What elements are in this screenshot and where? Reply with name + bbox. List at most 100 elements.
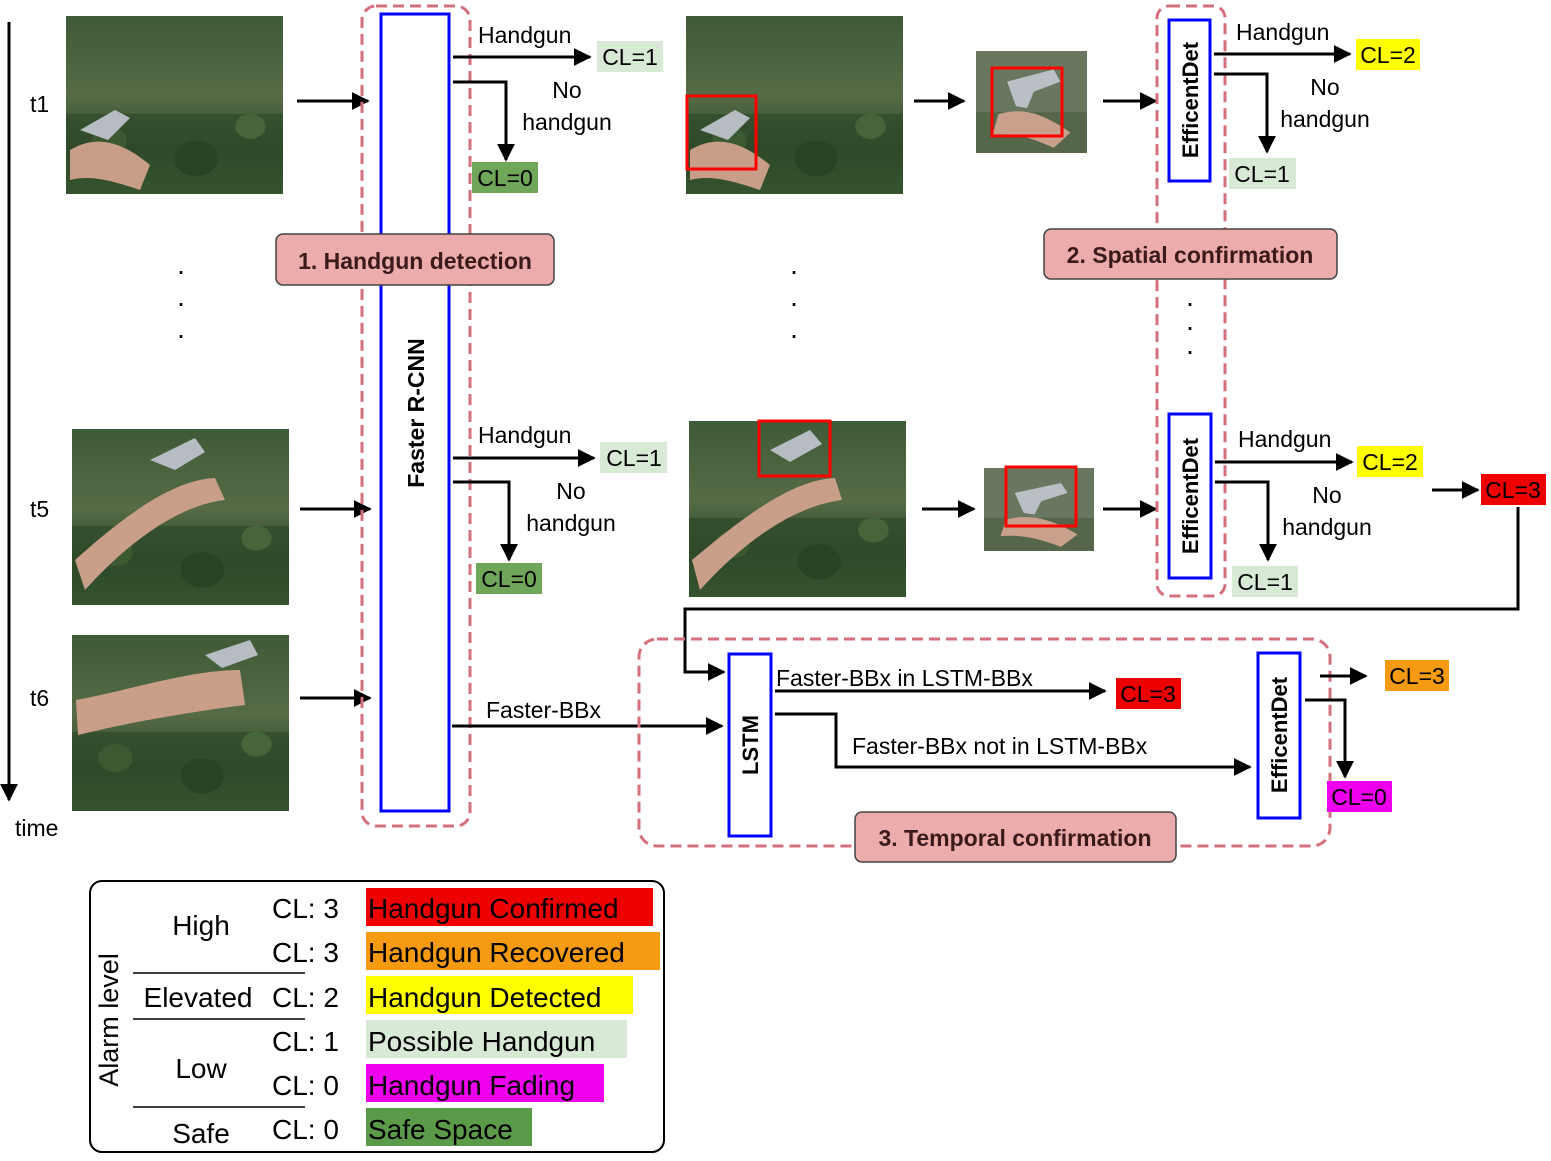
stage1-dashed-border xyxy=(360,4,472,828)
lstm-label: LSTM xyxy=(738,715,763,775)
t1-ed-cl1-label: CL=1 xyxy=(1234,161,1290,187)
t5-cl0-label: CL=0 xyxy=(481,566,537,592)
bounding-box-icon xyxy=(685,94,758,171)
stage2-dashed-border xyxy=(1155,4,1227,598)
video-frame-icon xyxy=(689,421,906,597)
frame-label-t1: t1 xyxy=(30,91,49,117)
legend-level-safe: Safe xyxy=(172,1118,230,1149)
legend-level-low: Low xyxy=(175,1053,227,1084)
t1-cl2-label: CL=2 xyxy=(1360,42,1416,68)
legend-cl-row5: CL: 0 xyxy=(272,1114,339,1145)
stage1-label-box xyxy=(275,233,555,286)
legend-cl-row2: CL: 2 xyxy=(272,982,339,1013)
temporal-cl3-recovered-badge xyxy=(1385,660,1449,691)
frame-label-t5: t5 xyxy=(30,496,49,522)
video-frame-icon xyxy=(72,635,289,811)
svg-text:.: . xyxy=(790,313,798,344)
legend-swatch-possible xyxy=(366,1020,627,1058)
t1-cl1-badge xyxy=(597,41,663,72)
svg-text:.: . xyxy=(1186,329,1194,360)
efficientdet-label-t5: EfficentDet xyxy=(1178,437,1203,554)
svg-text:.: . xyxy=(177,313,185,344)
temporal-cl3-confirmed-badge xyxy=(1116,678,1181,709)
t1-cl1-label: CL=1 xyxy=(602,44,658,70)
t1-ed-cl1-badge xyxy=(1229,158,1296,189)
legend-cl-row0: CL: 3 xyxy=(272,893,339,924)
ellipsis-right: . . . xyxy=(1186,281,1194,360)
temporal-cl3-recovered-label: CL=3 xyxy=(1389,663,1445,689)
legend-cl-row4: CL: 0 xyxy=(272,1070,339,1101)
t5-cl0-badge xyxy=(476,563,542,594)
t5-cl2-badge xyxy=(1357,446,1423,477)
temporal-cl0-fading-badge xyxy=(1327,781,1392,812)
t5-cl1-badge xyxy=(600,442,667,473)
t5-cl3-label: CL=3 xyxy=(1485,477,1541,503)
legend-desc-row3: Possible Handgun xyxy=(368,1026,595,1057)
legend-cl-row3: CL: 1 xyxy=(272,1026,339,1057)
legend-desc-row2: Handgun Detected xyxy=(368,982,602,1013)
t5-ed-handgun-label: Handgun xyxy=(1238,426,1331,452)
lstm-block xyxy=(727,652,773,838)
svg-text:.: . xyxy=(790,281,798,312)
legend-swatch-fading xyxy=(366,1064,604,1102)
legend-swatch-confirmed xyxy=(366,888,653,926)
t1-cl0-badge xyxy=(472,162,538,193)
bbx-in-lstm-label: Faster-BBx in LSTM-BBx xyxy=(776,665,1033,691)
legend-title: Alarm level xyxy=(94,953,124,1087)
efficientdet-block-temporal xyxy=(1256,651,1302,820)
svg-text:.: . xyxy=(177,281,185,312)
video-frame-icon xyxy=(66,16,283,194)
svg-text:.: . xyxy=(1186,305,1194,336)
frame-label-t6: t6 xyxy=(30,685,49,711)
bounding-box-icon xyxy=(757,419,832,478)
faster-bbx-label: Faster-BBx xyxy=(486,697,602,723)
stage2-label: 2. Spatial confirmation xyxy=(1067,242,1314,268)
stage3-label: 3. Temporal confirmation xyxy=(878,825,1151,851)
t1-cl0-label: CL=0 xyxy=(477,165,533,191)
t1-ed-no-label: No xyxy=(1310,74,1339,100)
arrow-cl3-loop-to-lstm xyxy=(683,507,1520,681)
t1-cl2-badge xyxy=(1356,39,1420,70)
time-label: time xyxy=(15,815,58,841)
stage1-label: 1. Handgun detection xyxy=(298,248,532,274)
arrow-t1-no-handgun xyxy=(453,80,515,162)
arrow-temporal-fading xyxy=(1305,698,1354,779)
faster-rcnn-block xyxy=(379,12,451,813)
t5-no-label: No xyxy=(556,478,585,504)
legend-swatch-safe xyxy=(366,1108,532,1146)
svg-text:.: . xyxy=(1186,281,1194,312)
t1-ed-handgun-label: Handgun xyxy=(1236,19,1329,45)
arrow-t5-ed-no-handgun xyxy=(1215,480,1277,562)
video-frame-icon xyxy=(686,16,903,194)
t5-cl3-badge xyxy=(1481,474,1546,505)
t5-ed-cl1-label: CL=1 xyxy=(1237,569,1293,595)
legend-desc-row5: Safe Space xyxy=(368,1114,513,1145)
t1-no-label: No xyxy=(552,77,581,103)
t5-ed-cl1-badge xyxy=(1232,566,1298,597)
efficientdet-block-t1 xyxy=(1167,18,1212,183)
svg-text:.: . xyxy=(177,249,185,280)
legend-swatch-recovered xyxy=(366,932,660,970)
t5-no-handgun-label: handgun xyxy=(526,510,616,536)
efficientdet-block-t5 xyxy=(1167,412,1213,580)
alarm-legend: Alarm level High Elevated Low Safe CL: 3… xyxy=(89,880,665,1153)
arrow-bbx-not-in-lstm xyxy=(775,712,1252,776)
stage2-label-box xyxy=(1043,228,1338,280)
t5-ed-no-handgun-label: handgun xyxy=(1282,514,1372,540)
t1-ed-no-handgun-label: handgun xyxy=(1280,106,1370,132)
svg-text:.: . xyxy=(790,249,798,280)
legend-level-elevated: Elevated xyxy=(144,982,253,1013)
ellipsis-left: . . . xyxy=(177,249,185,344)
t5-cl2-label: CL=2 xyxy=(1362,449,1418,475)
temporal-cl3-confirmed-label: CL=3 xyxy=(1120,681,1176,707)
legend-swatch-detected xyxy=(366,976,633,1014)
ellipsis-middle: . . . xyxy=(790,249,798,344)
t1-handgun-label: Handgun xyxy=(478,22,571,48)
temporal-cl0-fading-label: CL=0 xyxy=(1331,784,1387,810)
t5-handgun-label: Handgun xyxy=(478,422,571,448)
bounding-box-icon xyxy=(990,66,1064,138)
legend-desc-row1: Handgun Recovered xyxy=(368,937,625,968)
bounding-box-icon xyxy=(1004,465,1078,528)
arrow-t1-ed-no-handgun xyxy=(1214,72,1276,154)
